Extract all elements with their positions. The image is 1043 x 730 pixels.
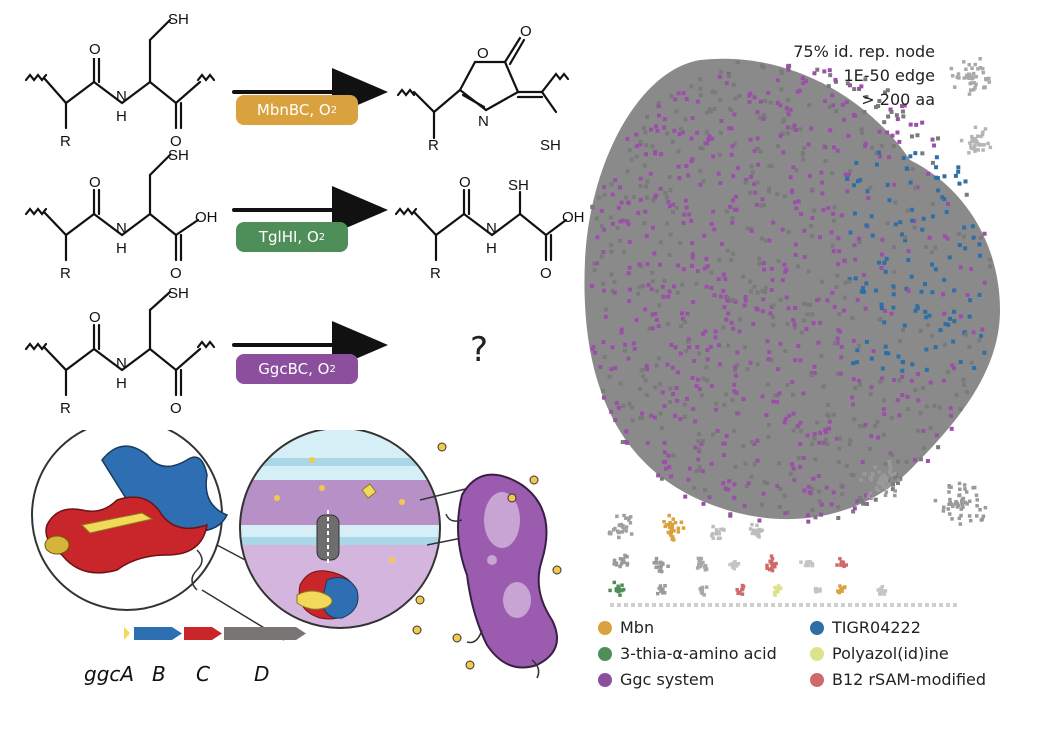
legend-item-mbn: Mbn xyxy=(598,618,654,637)
reaction-1-product xyxy=(396,36,570,140)
atom-label: OH xyxy=(195,209,218,226)
legend-swatch xyxy=(810,672,824,687)
protein-structure-zoom xyxy=(31,430,229,611)
legend-swatch xyxy=(810,646,824,661)
reaction-schemes: O N H R SH O O O N R SH O N H R SH O OH … xyxy=(24,11,585,417)
atom-label: SH xyxy=(168,11,189,28)
gene-cluster xyxy=(124,627,306,640)
atom-label: N xyxy=(486,220,497,237)
atom-label: N xyxy=(116,220,127,237)
gene-label-d: D xyxy=(254,662,270,686)
reaction-2-substrate xyxy=(24,153,200,262)
atom-label: OH xyxy=(562,209,585,226)
small-molecule-dots xyxy=(412,442,562,670)
bacterium-cell xyxy=(445,473,558,679)
network-info-edge: 1E-50 edge xyxy=(843,66,935,85)
legend-item-b12-rsam: B12 rSAM-modified xyxy=(810,670,986,689)
membrane-zoom xyxy=(239,430,441,629)
legend-swatch xyxy=(810,620,824,635)
atom-label: O xyxy=(520,23,532,40)
atom-label: O xyxy=(459,174,471,191)
legend-item-tigr04222: TIGR04222 xyxy=(810,618,921,637)
legend-item-ggc-system: Ggc system xyxy=(598,670,714,689)
atom-label: R xyxy=(60,133,71,150)
atom-label: H xyxy=(116,375,127,392)
atom-label: R xyxy=(60,400,71,417)
gene-label-ggca: ggcA xyxy=(84,662,135,686)
legend-swatch xyxy=(598,620,612,635)
network-info-length: > 200 aa xyxy=(861,90,935,109)
atom-label: O xyxy=(540,265,552,282)
atom-label: O xyxy=(170,133,182,150)
atom-label: O xyxy=(170,400,182,417)
atom-label: O xyxy=(89,174,101,191)
atom-label: SH xyxy=(508,177,529,194)
legend-item-polyazolidine: Polyazol(id)ine xyxy=(810,644,949,663)
legend-swatch xyxy=(598,672,612,687)
sequence-similarity-network xyxy=(584,56,1000,607)
ggc-illustration xyxy=(31,430,562,679)
network-info: 75% id. rep. node 1E-50 edge > 200 aa xyxy=(745,40,935,112)
atom-label: H xyxy=(116,240,127,257)
gene-label-c: C xyxy=(196,662,210,686)
reaction-2-product xyxy=(394,188,568,262)
atom-label: SH xyxy=(168,285,189,302)
atom-label: H xyxy=(486,240,497,257)
network-info-node: 75% id. rep. node xyxy=(793,42,935,61)
gene-label-b: B xyxy=(152,662,166,686)
atom-label: H xyxy=(116,108,127,125)
atom-label: O xyxy=(89,41,101,58)
atom-label: R xyxy=(428,137,439,154)
atom-label: N xyxy=(478,113,489,130)
atom-label: R xyxy=(430,265,441,282)
reaction-1-substrate xyxy=(24,18,216,130)
legend-swatch xyxy=(598,646,612,661)
atom-label: O xyxy=(477,45,489,62)
atom-label: O xyxy=(89,309,101,326)
atom-label: R xyxy=(60,265,71,282)
atom-label: SH xyxy=(168,147,189,164)
atom-label: N xyxy=(116,88,127,105)
unknown-product: ? xyxy=(470,330,489,370)
reaction-3-substrate xyxy=(24,290,216,397)
atom-label: N xyxy=(116,355,127,372)
atom-label: O xyxy=(170,265,182,282)
legend-item-thia-amino-acid: 3-thia-α-amino acid xyxy=(598,644,777,663)
atom-label: SH xyxy=(540,137,561,154)
